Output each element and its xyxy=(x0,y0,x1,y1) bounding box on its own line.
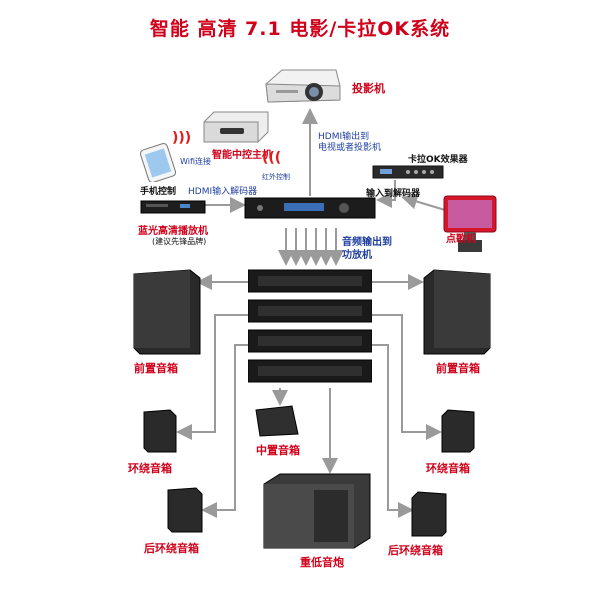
bluray-image xyxy=(140,200,206,214)
hdmi-in-left-label: HDMI输入解码器 xyxy=(188,187,258,197)
hdmi-in-right-label: 输入到解码器 xyxy=(366,189,421,199)
ir-icon: ((( xyxy=(262,150,282,166)
surround-right-label: 环绕音箱 xyxy=(426,462,470,475)
wifi-icon: ))) xyxy=(172,130,192,146)
phone-image xyxy=(140,143,177,182)
karaoke-effect-image xyxy=(372,165,444,179)
decoder-image xyxy=(244,197,376,219)
subwoofer-label: 重低音炮 xyxy=(300,556,344,569)
wifi-label: Wifi连接 xyxy=(180,157,211,166)
subwoofer-image xyxy=(263,473,371,549)
center-label: 中置音箱 xyxy=(256,444,300,457)
diagram-title: 智能 高清 7.1 电影/卡拉OK系统 xyxy=(149,18,451,40)
surround-right-speaker-image xyxy=(441,409,475,453)
surround-left-speaker-image xyxy=(143,409,177,453)
rear-right-label: 后环绕音箱 xyxy=(388,544,443,557)
amplifier-stack xyxy=(248,269,372,383)
bluray-note: (建议先锋品牌) xyxy=(152,237,207,246)
ir-label: 红外控制 xyxy=(262,173,290,181)
bluray-label: 蓝光高清播放机 xyxy=(138,226,208,237)
projector-label: 投影机 xyxy=(352,82,385,95)
hdmi-out-label: HDMI输出到 电视或者投影机 xyxy=(318,132,382,153)
song-machine-label: 点歌机 xyxy=(446,234,476,245)
rear-right-speaker-image xyxy=(411,491,447,537)
projector-image xyxy=(265,69,341,103)
karaoke-effect-label: 卡拉OK效果器 xyxy=(408,155,468,165)
rear-left-label: 后环绕音箱 xyxy=(144,542,199,555)
front-left-speaker-image xyxy=(133,269,201,355)
control-host-label: 智能中控主机 xyxy=(212,150,272,161)
rear-left-speaker-image xyxy=(167,487,203,533)
phone-label: 手机控制 xyxy=(140,187,177,197)
center-speaker-image xyxy=(255,405,299,437)
front-right-label: 前置音箱 xyxy=(436,362,480,375)
surround-left-label: 环绕音箱 xyxy=(128,462,172,475)
front-left-label: 前置音箱 xyxy=(134,362,178,375)
audio-out-label: 音频输出到 功放机 xyxy=(342,237,392,261)
front-right-speaker-image xyxy=(423,269,491,355)
control-host-image xyxy=(203,111,269,143)
song-machine-image xyxy=(443,195,497,252)
